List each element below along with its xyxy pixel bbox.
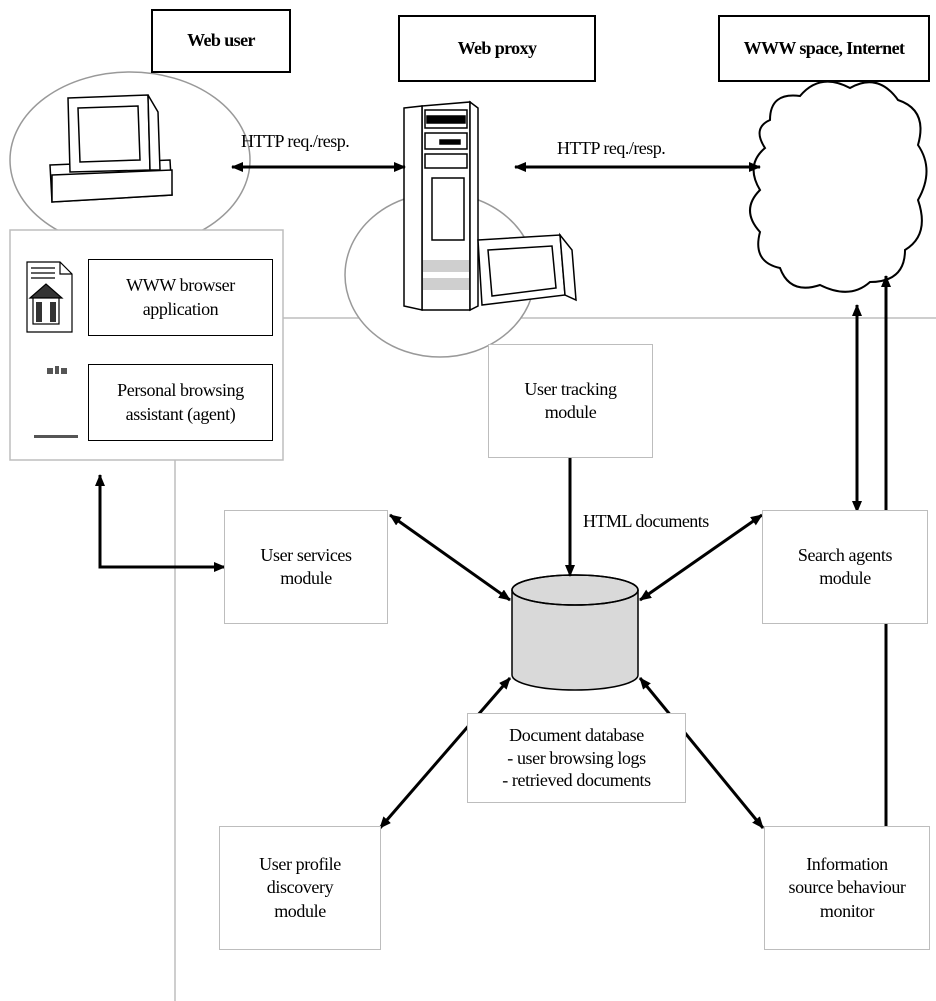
services-db-arrow bbox=[389, 513, 511, 602]
search-db-arrow bbox=[639, 513, 763, 602]
browser-label-line1: WWW browser bbox=[126, 275, 235, 296]
search-agents-line1: Search agents bbox=[797, 544, 893, 565]
monitor-db-arrow bbox=[638, 677, 765, 829]
document-database-box: Document database - user browsing logs -… bbox=[467, 713, 686, 803]
info-source-monitor: Information source behaviour monitor bbox=[764, 826, 930, 950]
user-profile-module: User profile discovery module bbox=[219, 826, 381, 950]
server-tower-icon bbox=[403, 100, 479, 312]
search-agents-module: Search agents module bbox=[762, 510, 928, 624]
user-computer-icon bbox=[49, 94, 173, 203]
web-user-header: Web user bbox=[151, 9, 291, 73]
proxy-monitor-icon bbox=[477, 232, 577, 306]
assistant-label-line1: Personal browsing bbox=[117, 380, 244, 401]
user-profile-line1: User profile bbox=[259, 853, 341, 874]
internet-cloud-icon bbox=[749, 80, 928, 293]
info-monitor-line2: source behaviour bbox=[788, 877, 906, 898]
browser-label-line2: application bbox=[142, 298, 219, 319]
user-services-module: User services module bbox=[224, 510, 388, 624]
search-agents-line2: module bbox=[819, 568, 871, 588]
browser-application-box: WWW browser application bbox=[88, 259, 273, 336]
database-cylinder-icon bbox=[511, 574, 639, 691]
user-tracking-module: User tracking module bbox=[488, 344, 653, 458]
user-profile-line2: discovery bbox=[266, 877, 334, 898]
www-space-header: WWW space, Internet bbox=[718, 15, 930, 82]
agent-icon bbox=[34, 366, 78, 438]
user-services-line1: User services bbox=[260, 544, 352, 565]
info-monitor-line1: Information bbox=[806, 853, 888, 874]
http-label-right: HTTP req./resp. bbox=[557, 138, 666, 158]
database-item-logs: - user browsing logs bbox=[507, 747, 646, 768]
database-title: Document database bbox=[509, 725, 644, 746]
user-profile-line3: module bbox=[274, 900, 326, 921]
document-icon bbox=[26, 261, 73, 333]
user-tracking-line1: User tracking bbox=[524, 378, 617, 399]
info-monitor-line3: monitor bbox=[819, 900, 875, 921]
profile-db-arrow bbox=[378, 677, 512, 829]
user-services-line2: module bbox=[280, 568, 332, 588]
browsing-assistant-box: Personal browsing assistant (agent) bbox=[88, 364, 273, 441]
web-proxy-header: Web proxy bbox=[398, 15, 596, 82]
database-item-documents: - retrieved documents bbox=[502, 770, 651, 791]
html-documents-label: HTML documents bbox=[583, 511, 709, 531]
assistant-services-arrow bbox=[95, 474, 226, 572]
assistant-label-line2: assistant (agent) bbox=[125, 403, 236, 424]
user-tracking-line2: module bbox=[544, 402, 597, 422]
http-label-left: HTTP req./resp. bbox=[241, 131, 350, 151]
